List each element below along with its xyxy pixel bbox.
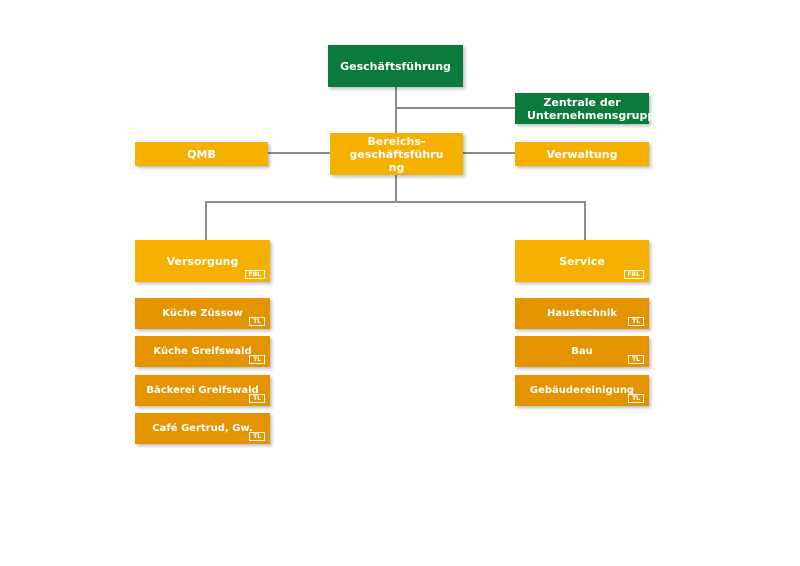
node-kueche-zuessow: Küche Züssow TL (135, 298, 270, 329)
node-haustechnik: Haustechnik TL (515, 298, 649, 329)
node-label: Versorgung (166, 254, 239, 268)
node-cafe-gertrud: Café Gertrud, Gw. TL (135, 413, 270, 444)
node-zentrale: Zentrale der Unternehmensgruppe (515, 93, 663, 124)
node-qmb: QMB (135, 142, 268, 166)
node-label: Bereichs-geschäftsführung (349, 134, 444, 174)
node-label: Bau (571, 346, 593, 357)
role-tag: TL (249, 317, 265, 326)
node-verwaltung: Verwaltung (515, 142, 649, 166)
node-bau: Bau TL (515, 336, 649, 367)
node-label: Geschäftsführung (340, 59, 451, 73)
role-tag: TL (628, 355, 644, 364)
node-kueche-greifswald: Küche Greifswald TL (135, 336, 270, 367)
node-label: Haustechnik (547, 308, 617, 319)
node-bereichsgeschaeftsfuehrung: Bereichs-geschäftsführung (330, 133, 463, 175)
role-tag: TL (628, 394, 644, 403)
role-tag: FBL (244, 270, 265, 279)
node-label: Bäckerei Greifswald (146, 385, 259, 396)
node-gebaeudereinigung: Gebäudereinigung TL (515, 375, 649, 406)
role-tag: TL (249, 432, 265, 441)
node-label: Küche Züssow (162, 308, 243, 319)
role-tag: TL (628, 317, 644, 326)
node-label: Service (559, 254, 605, 268)
node-baeckerei-greifswald: Bäckerei Greifswald TL (135, 375, 270, 406)
node-service: Service FBL (515, 240, 649, 282)
node-label: Café Gertrud, Gw. (152, 423, 253, 434)
node-label: Zentrale der Unternehmensgruppe (527, 95, 663, 122)
node-label: Gebäudereinigung (529, 385, 635, 396)
node-geschaeftsfuehrung: Geschäftsführung (328, 45, 463, 87)
role-tag: TL (249, 355, 265, 364)
node-label: Verwaltung (546, 147, 618, 161)
node-label: QMB (187, 147, 216, 161)
role-tag: FBL (623, 270, 644, 279)
role-tag: TL (249, 394, 265, 403)
node-label: Küche Greifswald (153, 346, 252, 357)
node-versorgung: Versorgung FBL (135, 240, 270, 282)
